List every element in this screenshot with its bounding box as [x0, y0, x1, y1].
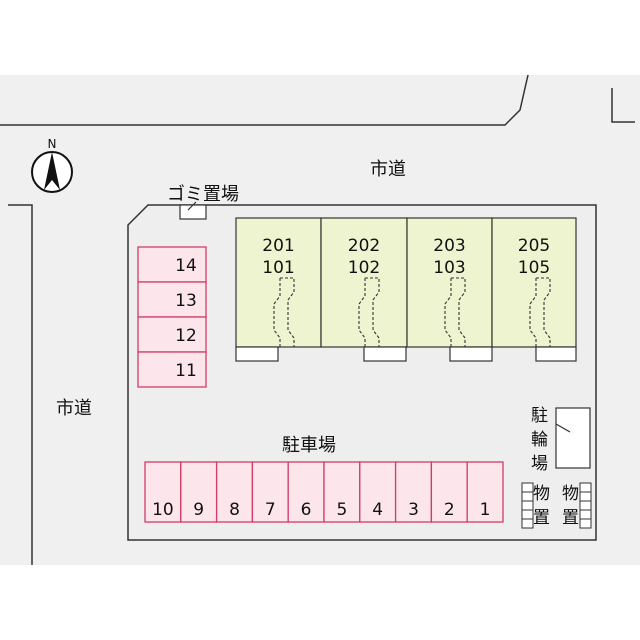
parking-slot: 3 — [394, 461, 433, 523]
storage-char: 物 — [533, 484, 550, 504]
bike-parking-shed — [555, 407, 591, 469]
parking-slot: 6 — [287, 461, 325, 523]
bike-parking: 駐 輪 場 — [531, 406, 591, 474]
parking-slot-number: 2 — [444, 500, 455, 520]
left-road-edge — [8, 204, 33, 565]
road-label-left: 市道 — [56, 398, 92, 419]
bike-parking-char-3: 場 — [531, 454, 548, 474]
parking-slots-left: 14 13 12 11 — [137, 246, 207, 388]
balcony — [363, 346, 407, 362]
parking-slot-number: 8 — [229, 500, 240, 520]
garbage-label: ゴミ置場 — [167, 184, 239, 205]
storage-char: 置 — [533, 508, 550, 528]
unit-number-lower: 101 — [262, 258, 294, 278]
parking-slot-number: 11 — [175, 361, 197, 381]
top-road-edge — [0, 74, 529, 126]
parking-slot: 14 — [137, 246, 207, 283]
parking-slot: 8 — [215, 461, 254, 523]
entrance-outline — [529, 277, 551, 347]
parking-slot-number: 7 — [265, 500, 276, 520]
unit-number-lower: 103 — [433, 258, 465, 278]
balcony — [535, 346, 577, 362]
unit-number-upper: 205 — [518, 236, 550, 256]
parking-slot-number: 4 — [372, 500, 383, 520]
bike-parking-char-1: 駐 — [531, 406, 548, 426]
parking-slot-number: 1 — [480, 500, 491, 520]
parking-slots-bottom: 10 9 8 7 6 5 4 3 2 1 — [144, 461, 504, 523]
unit-number-upper: 202 — [348, 236, 380, 256]
unit-number-upper: 201 — [262, 236, 294, 256]
left-road — [0, 205, 32, 565]
parking-slot-number: 3 — [408, 500, 419, 520]
storage-shed: 物置 — [562, 482, 592, 529]
parking-slot-number: 12 — [175, 326, 197, 346]
parking-slot: 2 — [430, 461, 468, 523]
entrance-outline — [358, 277, 380, 347]
garbage-box — [179, 201, 207, 220]
top-right-corner-mark — [611, 88, 635, 123]
balcony — [235, 346, 279, 362]
road-label-top: 市道 — [370, 159, 406, 180]
storage-char: 置 — [562, 508, 579, 528]
parking-slot: 9 — [180, 461, 218, 523]
unit-number-upper: 203 — [433, 236, 465, 256]
parking-slot-number: 13 — [175, 291, 197, 311]
parking-slot: 13 — [137, 281, 207, 318]
parking-slot: 11 — [137, 351, 207, 388]
compass: N — [31, 137, 73, 193]
parking-slot: 5 — [323, 461, 361, 523]
compass-north-label: N — [48, 137, 57, 151]
parking-slot-number: 10 — [152, 500, 174, 520]
parking-slot-number: 14 — [175, 256, 197, 276]
parking-slot-number: 5 — [336, 500, 347, 520]
north-arrow-icon — [44, 152, 60, 190]
balcony — [449, 346, 493, 362]
parking-slot: 12 — [137, 316, 207, 353]
unit-number-lower: 105 — [518, 258, 550, 278]
parking-slot-number: 9 — [193, 500, 204, 520]
storage-char: 物 — [562, 484, 579, 504]
parking-slot: 7 — [251, 461, 289, 523]
parking-slot: 1 — [466, 461, 504, 523]
unit-number-lower: 102 — [348, 258, 380, 278]
entrance-outline — [444, 277, 466, 347]
parking-slot-number: 6 — [301, 500, 312, 520]
parking-slot: 10 — [144, 461, 182, 523]
storage-shed: 物置 — [521, 482, 550, 529]
parking-slot: 4 — [359, 461, 397, 523]
entrance-outline — [273, 277, 295, 347]
parking-label: 駐車場 — [282, 435, 336, 456]
bike-parking-char-2: 輪 — [531, 430, 548, 450]
